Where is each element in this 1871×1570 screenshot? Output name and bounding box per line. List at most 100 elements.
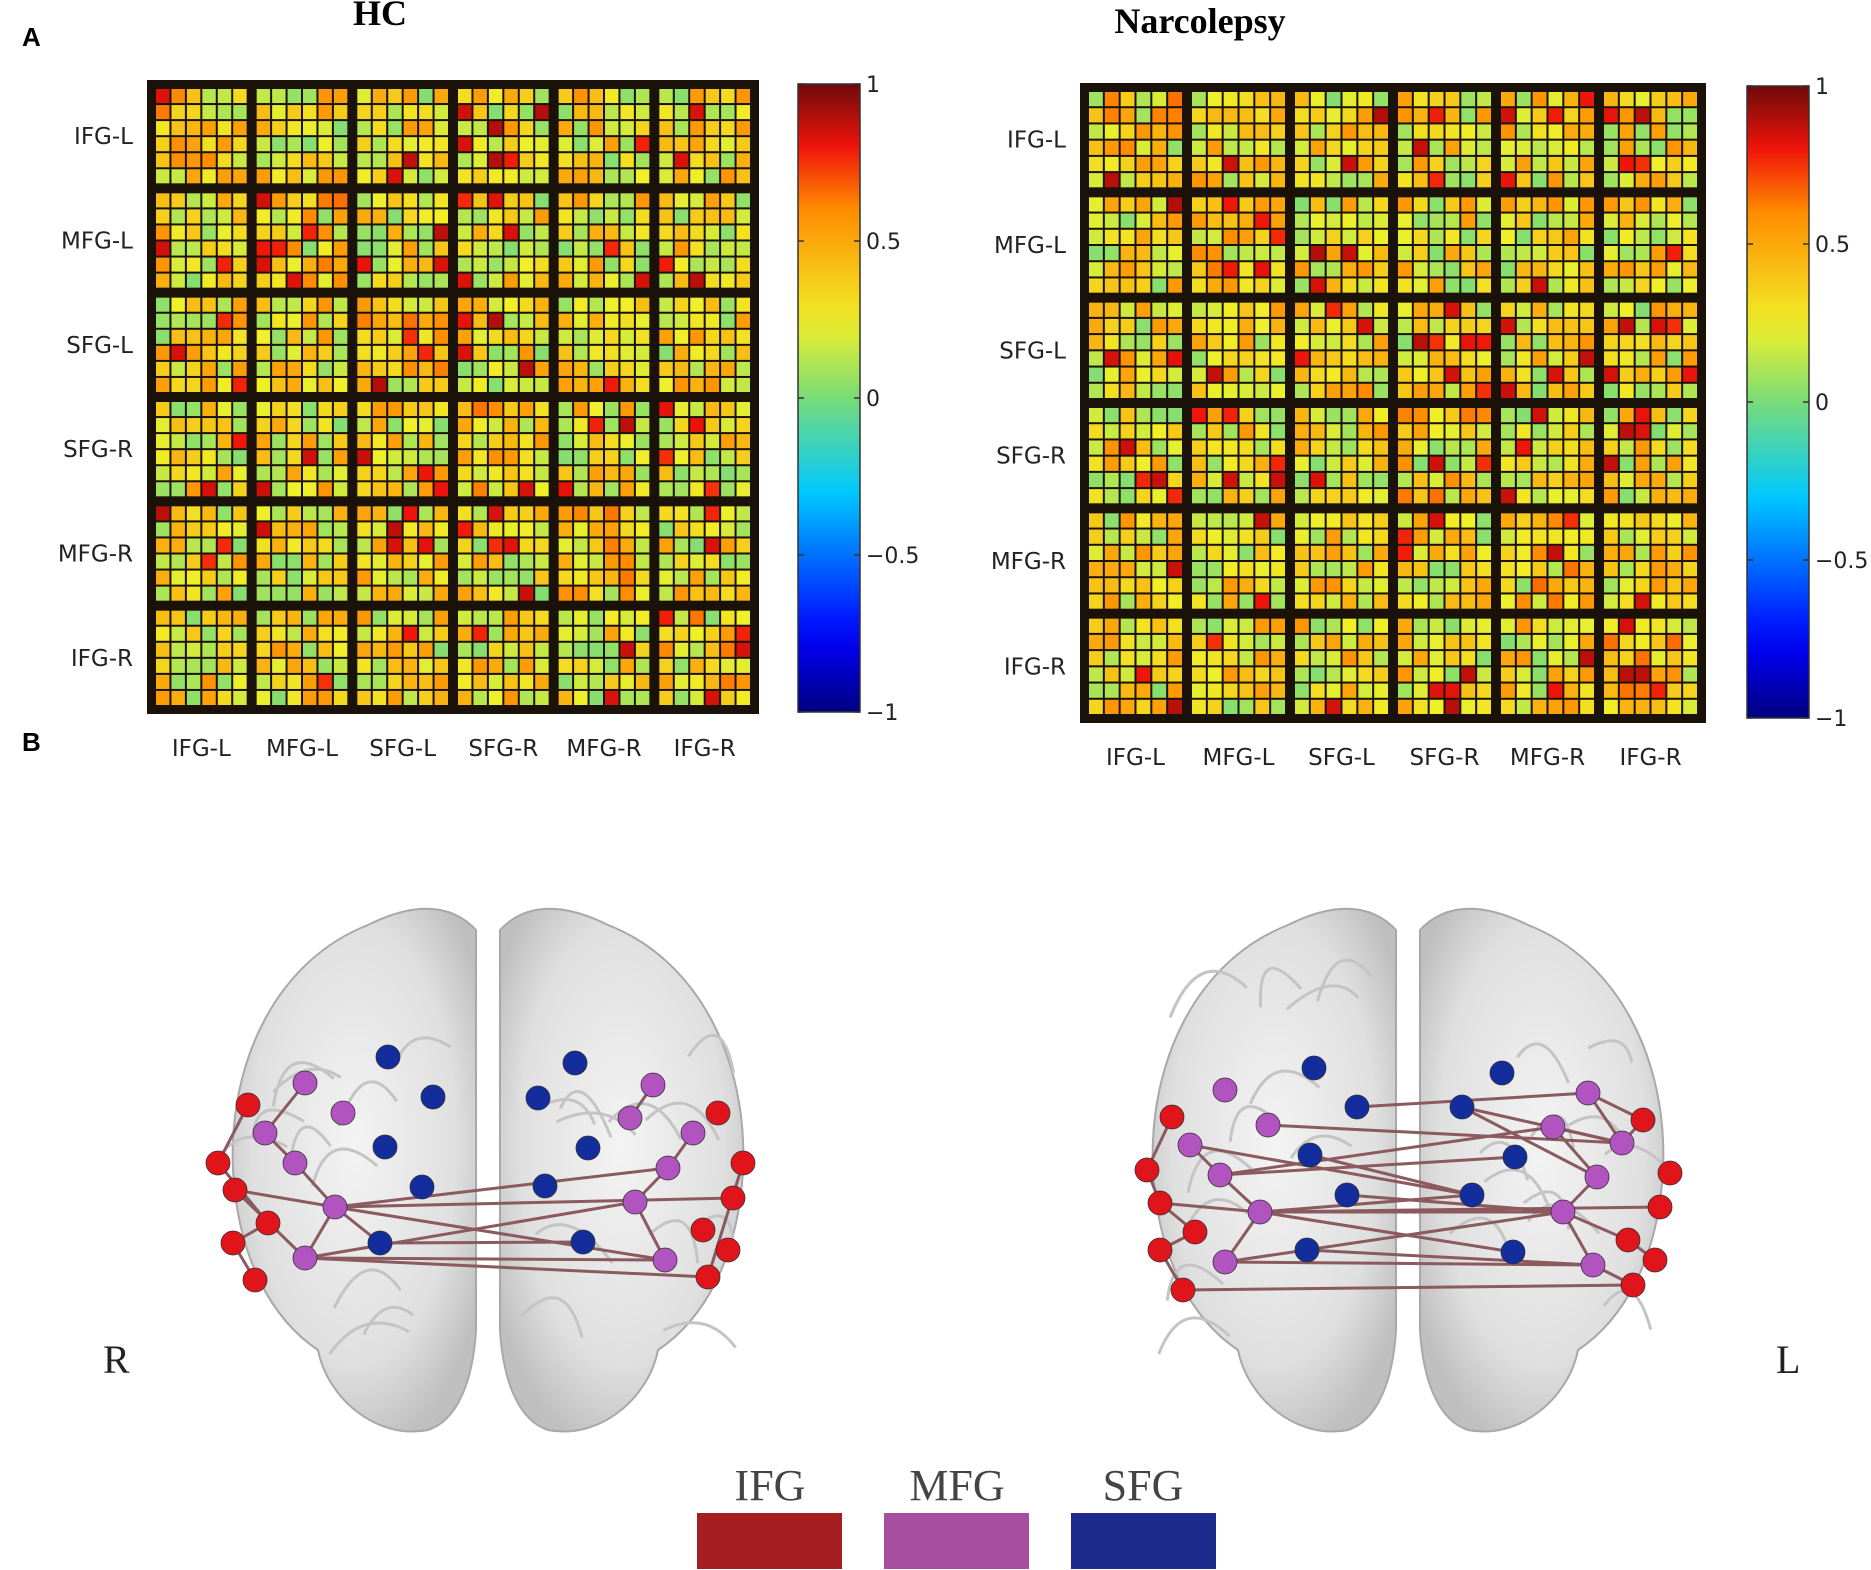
heatmap-cell [1104,140,1119,155]
heatmap-cell [318,257,332,272]
heatmap-cell [458,121,472,136]
heatmap-cell [1271,408,1285,423]
heatmap-cell [736,329,750,344]
heatmap-cell [705,402,720,417]
heatmap-cell [1168,367,1182,382]
heatmap-cell [1168,246,1182,261]
heatmap-cell [589,361,603,376]
heatmap-cell [1445,262,1460,277]
heatmap-cell [1651,456,1666,471]
heatmap-cell [504,538,518,553]
heatmap-cell [1635,456,1650,471]
heatmap-frame [1080,83,1706,723]
heatmap-cell [186,193,201,208]
heatmap-cell [519,642,534,657]
heatmap-cell [659,418,673,433]
heatmap-cell [333,361,348,376]
heatmap-cell [1461,513,1476,528]
heatmap-cell [318,554,332,569]
heatmap-cell [171,225,185,240]
heatmap-cell [1604,545,1618,560]
heatmap-cell [620,554,634,569]
heatmap-cell [1516,92,1531,107]
heatmap-cell [1374,489,1388,504]
heatmap-cell [1477,173,1491,188]
heatmap-cell [1120,634,1135,650]
heatmap-cell [156,297,170,312]
heatmap-cell [1192,318,1206,334]
heatmap-cell [1295,651,1309,666]
heatmap-cell [303,313,317,328]
heatmap-cell [1580,229,1594,244]
heatmap-cell [1398,699,1412,714]
heatmap-cell [1271,667,1285,682]
heatmap-cell [1398,262,1412,277]
heatmap-cell [488,273,503,288]
heatmap-cell [256,554,271,569]
heatmap-cell [202,402,216,417]
heatmap-cell [1651,92,1666,107]
heatmap-cell [1136,383,1151,398]
heatmap-cell [272,466,286,481]
heatmap-cell [1635,472,1650,488]
heatmap-cell [156,209,170,224]
heatmap-cell [171,169,185,184]
heatmap-cell [318,153,332,168]
heatmap-cell [256,377,271,392]
heatmap-cell [721,538,735,553]
heatmap-cell [318,482,332,497]
heatmap-cell [1295,456,1309,471]
heatmap-cell [287,257,301,272]
heatmap-cell [635,329,650,344]
heatmap-cell [256,225,271,240]
heatmap-cell [333,241,348,256]
heatmap-cell [519,361,534,376]
heatmap-cell [1683,513,1697,528]
heatmap-cell [589,466,603,481]
heatmap-cell [1223,367,1238,382]
heatmap-cell [1501,213,1515,228]
heatmap-cell [1223,383,1238,398]
heatmap-cell [519,690,534,705]
node-mfg [282,1150,308,1176]
heatmap-cell [1398,302,1412,317]
heatmap-cell [589,169,603,184]
heatmap-cell [1461,367,1476,382]
heatmap-cell [1310,699,1325,714]
network-edge [1219,1155,1516,1177]
heatmap-cell [659,538,673,553]
heatmap-cell [1619,699,1634,714]
heatmap-cell [1667,140,1682,155]
heatmap-cell [318,642,332,657]
heatmap-cell [721,626,735,641]
heatmap-cell [1580,367,1594,382]
heatmap-cell [1255,229,1270,244]
heatmap-cell [333,626,348,641]
heatmap-cell [504,153,518,168]
heatmap-cell [705,418,720,433]
heatmap-cell [217,610,232,625]
heatmap-cell [674,554,689,569]
heatmap-cell [1295,578,1309,593]
heatmap-cell [256,209,271,224]
heatmap-cell [535,209,549,224]
heatmap-cell [1532,229,1547,244]
heatmap-cell [519,297,534,312]
heatmap-cell [357,674,371,689]
heatmap-cell [372,626,387,641]
heatmap-cell [736,538,750,553]
heatmap-cell [419,209,433,224]
heatmap-cell [1089,351,1103,366]
heatmap-cell [1271,302,1285,317]
heatmap-cell [1564,529,1579,544]
heatmap-cell [736,450,750,465]
heatmap-cell [1223,667,1238,682]
heatmap-cell [1207,197,1222,212]
heatmap-cell [535,169,549,184]
heatmap-cell [1207,472,1222,488]
heatmap-cell [1374,156,1388,172]
heatmap-cell [419,554,433,569]
heatmap-cell [574,466,588,481]
heatmap-cell [1295,124,1309,139]
heatmap-cell [1342,651,1357,666]
